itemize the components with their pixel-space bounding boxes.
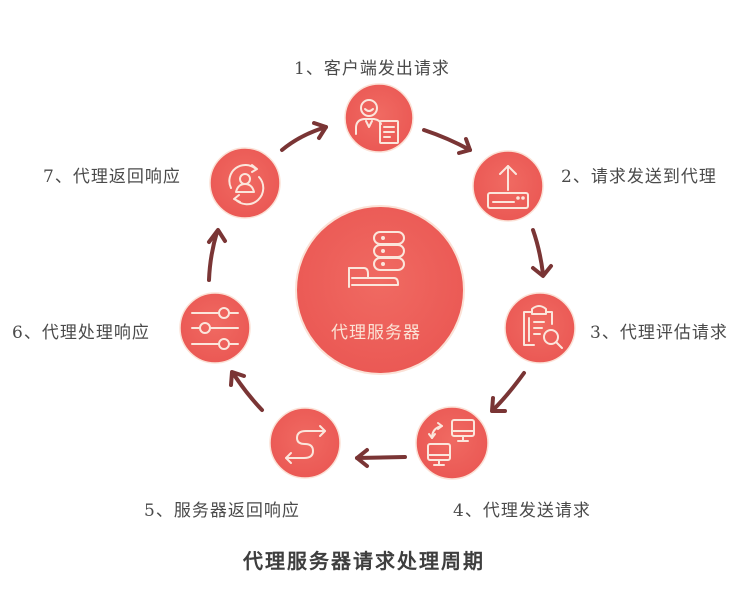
arrow-7-to-1 xyxy=(280,121,328,152)
user-sync-icon xyxy=(228,163,265,206)
server-hand-icon xyxy=(348,231,405,288)
arrow-6-to-7 xyxy=(207,228,227,282)
arrow-3-to-4 xyxy=(490,371,526,413)
step-4-node xyxy=(415,406,489,480)
step-3-node xyxy=(504,292,576,364)
step-6-label: 6、代理处理响应 xyxy=(12,323,150,343)
upload-router-icon xyxy=(487,165,529,209)
step-6-node xyxy=(179,292,251,364)
step-3-label: 3、代理评估请求 xyxy=(590,323,728,343)
arrow-2-to-3 xyxy=(531,228,553,278)
center-node xyxy=(295,205,465,375)
monitors-exchange-icon xyxy=(427,419,475,466)
s-route-icon xyxy=(285,425,326,464)
arrow-1-to-2 xyxy=(422,128,472,155)
clipboard-search-icon xyxy=(523,305,563,349)
cycle-arrows xyxy=(207,121,553,468)
step-2-label: 2、请求发送到代理 xyxy=(561,167,717,187)
arrow-4-to-5 xyxy=(355,448,407,468)
arrow-5-to-6 xyxy=(229,370,264,412)
step-2-node xyxy=(472,150,544,222)
sliders-icon xyxy=(191,307,239,350)
step-7-label: 7、代理返回响应 xyxy=(43,167,181,187)
step-7-node xyxy=(209,147,281,219)
diagram-title: 代理服务器请求处理周期 xyxy=(243,549,485,573)
step-1-node xyxy=(344,83,414,153)
client-document-icon xyxy=(355,99,399,144)
step-5-label: 5、服务器返回响应 xyxy=(144,501,300,521)
center-label: 代理服务器 xyxy=(331,323,421,343)
step-1-label: 1、客户端发出请求 xyxy=(294,59,450,79)
step-5-node xyxy=(269,407,341,479)
step-4-label: 4、代理发送请求 xyxy=(453,501,591,521)
